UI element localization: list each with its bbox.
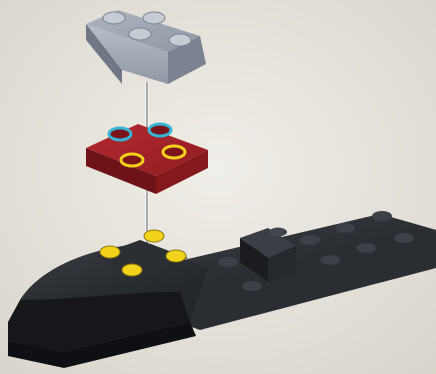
yellow-ring-1 [121,154,143,166]
yellow-stud-1 [100,246,120,258]
yellow-stud-4 [166,250,186,262]
cyan-ring-1 [109,128,131,140]
yellow-stud-3 [122,264,142,276]
cyan-ring-2 [149,124,171,136]
yellow-ring-2 [163,146,185,158]
yellow-stud-2 [144,230,164,242]
